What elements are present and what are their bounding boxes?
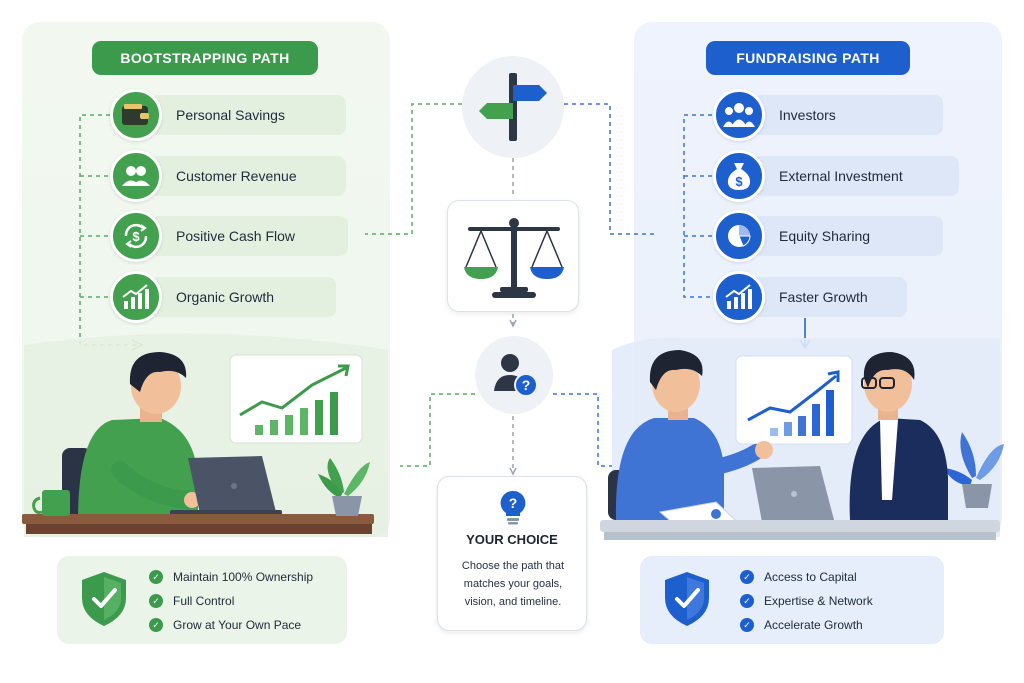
svg-text:?: ? [522,377,531,393]
person-question-icon: ? [475,336,553,414]
fundraising-item-investors: Investors [713,89,943,141]
balance-scale-card [447,200,579,312]
balance-scale-icon [464,218,564,298]
your-choice-card: ? YOUR CHOICE Choose the path that match… [437,476,587,631]
lightbulb-question-icon: ? [500,490,526,525]
check-icon: ✓ [149,594,163,608]
money-bag-icon: $ [713,150,765,202]
growth-chart-icon [110,271,162,323]
svg-text:$: $ [735,174,743,189]
check-icon: ✓ [740,570,754,584]
wallet-icon [110,89,162,141]
right-bracket-line [683,114,712,298]
cash-flow-icon: $ [110,210,162,262]
shield-check-icon [665,572,709,626]
shield-check-icon [82,572,126,626]
svg-text:?: ? [509,495,518,511]
check-icon: ✓ [740,618,754,632]
item-label: Positive Cash Flow [150,216,348,256]
item-label: Faster Growth [753,277,907,317]
investors-icon [713,89,765,141]
pie-chart-icon [713,210,765,262]
fundraising-item-equity-sharing: Equity Sharing [713,210,943,262]
fundraising-benefits: ✓Access to Capital ✓Expertise & Network … [640,556,944,644]
bootstrapping-item-positive-cash-flow: $ Positive Cash Flow [110,210,348,262]
left-branch-lines [80,175,110,298]
benefit-item: ✓Maintain 100% Ownership [149,569,313,585]
item-label: Investors [753,95,943,135]
bootstrapping-item-personal-savings: Personal Savings [110,89,346,141]
item-label: External Investment [753,156,959,196]
benefit-item: ✓Access to Capital [740,569,873,585]
customers-icon [110,150,162,202]
item-label: Customer Revenue [150,156,346,196]
check-icon: ✓ [149,570,163,584]
item-label: Equity Sharing [753,216,943,256]
check-icon: ✓ [149,618,163,632]
bootstrapping-item-organic-growth: Organic Growth [110,271,336,323]
bootstrapping-title: BOOTSTRAPPING PATH [92,41,318,75]
signpost-icon [462,56,564,158]
svg-text:$: $ [132,229,140,244]
fundraising-item-faster-growth: Faster Growth [713,271,907,323]
choice-title: YOUR CHOICE [466,532,558,547]
choice-description: Choose the path that matches your goals,… [461,560,565,608]
item-label: Personal Savings [150,95,346,135]
benefit-item: ✓Full Control [149,593,313,609]
benefit-item: ✓Grow at Your Own Pace [149,617,313,633]
benefit-item: ✓Accelerate Growth [740,617,873,633]
benefit-item: ✓Expertise & Network [740,593,873,609]
bootstrapping-item-customer-revenue: Customer Revenue [110,150,346,202]
fundraising-title: FUNDRAISING PATH [706,41,910,75]
check-icon: ✓ [740,594,754,608]
bootstrapping-benefits: ✓Maintain 100% Ownership ✓Full Control ✓… [57,556,347,644]
fundraising-item-external-investment: $ External Investment [713,150,959,202]
person-right-line [553,393,612,467]
growth-chart-icon [713,271,765,323]
person-left-line [400,393,475,467]
signpost-left-line [365,103,462,235]
item-label: Organic Growth [150,277,336,317]
